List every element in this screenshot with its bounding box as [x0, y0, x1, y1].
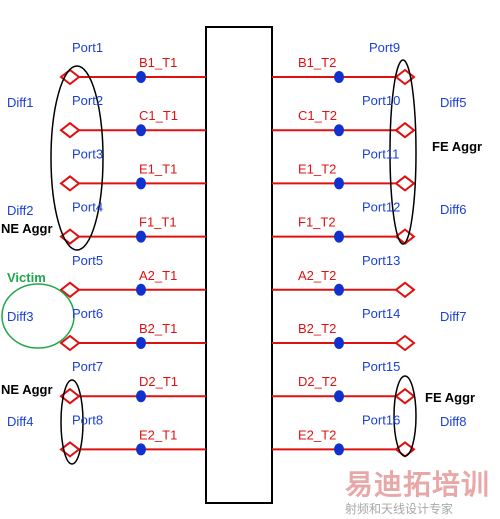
left-port-diamond-7	[59, 387, 81, 405]
right-net-label-6: B2_T2	[298, 321, 336, 336]
right-via-3	[334, 177, 344, 190]
right-port-label-8: Port16	[362, 412, 400, 427]
right-port-label-1: Port9	[369, 40, 400, 55]
right-via-6	[334, 337, 344, 349]
left-net-label-5: A2_T1	[139, 268, 177, 283]
left-via-6	[136, 337, 146, 349]
fe-aggr-top-label: FE Aggr	[432, 139, 482, 154]
left-via-2	[136, 124, 146, 137]
right-port-label-2: Port10	[362, 93, 400, 108]
victim-label: Victim	[7, 270, 46, 285]
left-port-label-6: Port6	[72, 306, 103, 321]
left-via-7	[136, 390, 146, 403]
diff-label-left-2: Diff2	[7, 203, 34, 218]
left-port-diamond-5	[59, 281, 81, 299]
left-net-label-1: B1_T1	[139, 55, 177, 70]
right-port-diamond-4	[394, 228, 416, 245]
left-via-1	[136, 71, 146, 83]
left-port-label-3: Port3	[72, 146, 103, 161]
left-via-5	[136, 283, 146, 296]
left-port-diamond-3	[59, 175, 81, 192]
watermark-logo-text: 易迪拓培训	[345, 468, 490, 500]
left-net-label-8: E2_T1	[139, 427, 177, 442]
left-net-label-7: D2_T1	[139, 374, 178, 389]
left-via-8	[136, 443, 146, 456]
fe-aggr-bottom-ellipse	[393, 375, 417, 457]
right-net-label-7: D2_T2	[298, 374, 337, 389]
left-port-label-8: Port8	[72, 412, 103, 427]
right-net-label-4: F1_T2	[298, 215, 336, 230]
fe-aggr-bottom-label: FE Aggr	[425, 390, 475, 405]
right-port-label-6: Port14	[362, 306, 400, 321]
right-net-label-8: E2_T2	[298, 427, 336, 442]
right-via-7	[334, 390, 344, 403]
right-via-5	[334, 283, 344, 296]
right-via-2	[334, 124, 344, 137]
right-port-label-7: Port15	[362, 359, 400, 374]
left-port-diamond-8	[59, 441, 81, 458]
left-via-3	[136, 177, 146, 190]
left-port-label-7: Port7	[72, 359, 103, 374]
right-via-1	[334, 71, 344, 83]
right-net-label-3: E1_T2	[298, 161, 336, 176]
right-via-4	[334, 230, 344, 243]
ne-aggr-top-ellipse	[50, 65, 104, 251]
ne-aggr-top-label: NE Aggr	[1, 221, 53, 236]
left-net-label-6: B2_T1	[139, 321, 177, 336]
right-port-diamond-2	[394, 121, 416, 139]
traces-layer	[59, 68, 416, 458]
diff-label-left-4: Diff4	[7, 414, 34, 429]
right-port-diamond-6	[394, 334, 416, 352]
center-component-box	[205, 26, 273, 504]
diff-label-right-1: Diff5	[440, 95, 467, 110]
right-net-label-2: C1_T2	[298, 108, 337, 123]
right-port-label-5: Port13	[362, 253, 400, 268]
left-port-label-4: Port4	[72, 200, 103, 215]
diff-label-right-2: Diff6	[440, 202, 467, 217]
left-port-diamond-2	[59, 121, 81, 139]
fe-aggr-top-ellipse	[389, 59, 417, 245]
right-port-label-4: Port12	[362, 200, 400, 215]
right-net-label-1: B1_T2	[298, 55, 336, 70]
right-port-diamond-7	[394, 387, 416, 405]
diff-label-right-3: Diff7	[440, 309, 467, 324]
right-port-diamond-3	[394, 175, 416, 192]
right-port-diamond-5	[394, 281, 416, 299]
watermark-subtitle: 射频和天线设计专家	[345, 501, 453, 516]
right-via-8	[334, 443, 344, 456]
diff-label-right-4: Diff8	[440, 414, 467, 429]
victim-ellipse	[1, 283, 75, 349]
left-net-label-4: F1_T1	[139, 215, 177, 230]
right-net-label-5: A2_T2	[298, 268, 336, 283]
diff-label-left-3: Diff3	[7, 309, 34, 324]
left-port-label-5: Port5	[72, 253, 103, 268]
ne-aggr-bottom-label: NE Aggr	[1, 382, 53, 397]
left-port-diamond-6	[59, 334, 81, 352]
diff-label-left-1: Diff1	[7, 95, 34, 110]
ne-aggr-bottom-ellipse	[60, 379, 84, 465]
left-port-label-1: Port1	[72, 40, 103, 55]
left-port-label-2: Port2	[72, 93, 103, 108]
left-port-diamond-1	[59, 68, 81, 86]
left-via-4	[136, 230, 146, 243]
left-net-label-3: E1_T1	[139, 161, 177, 176]
left-net-label-2: C1_T1	[139, 108, 178, 123]
right-port-label-3: Port11	[362, 146, 399, 161]
